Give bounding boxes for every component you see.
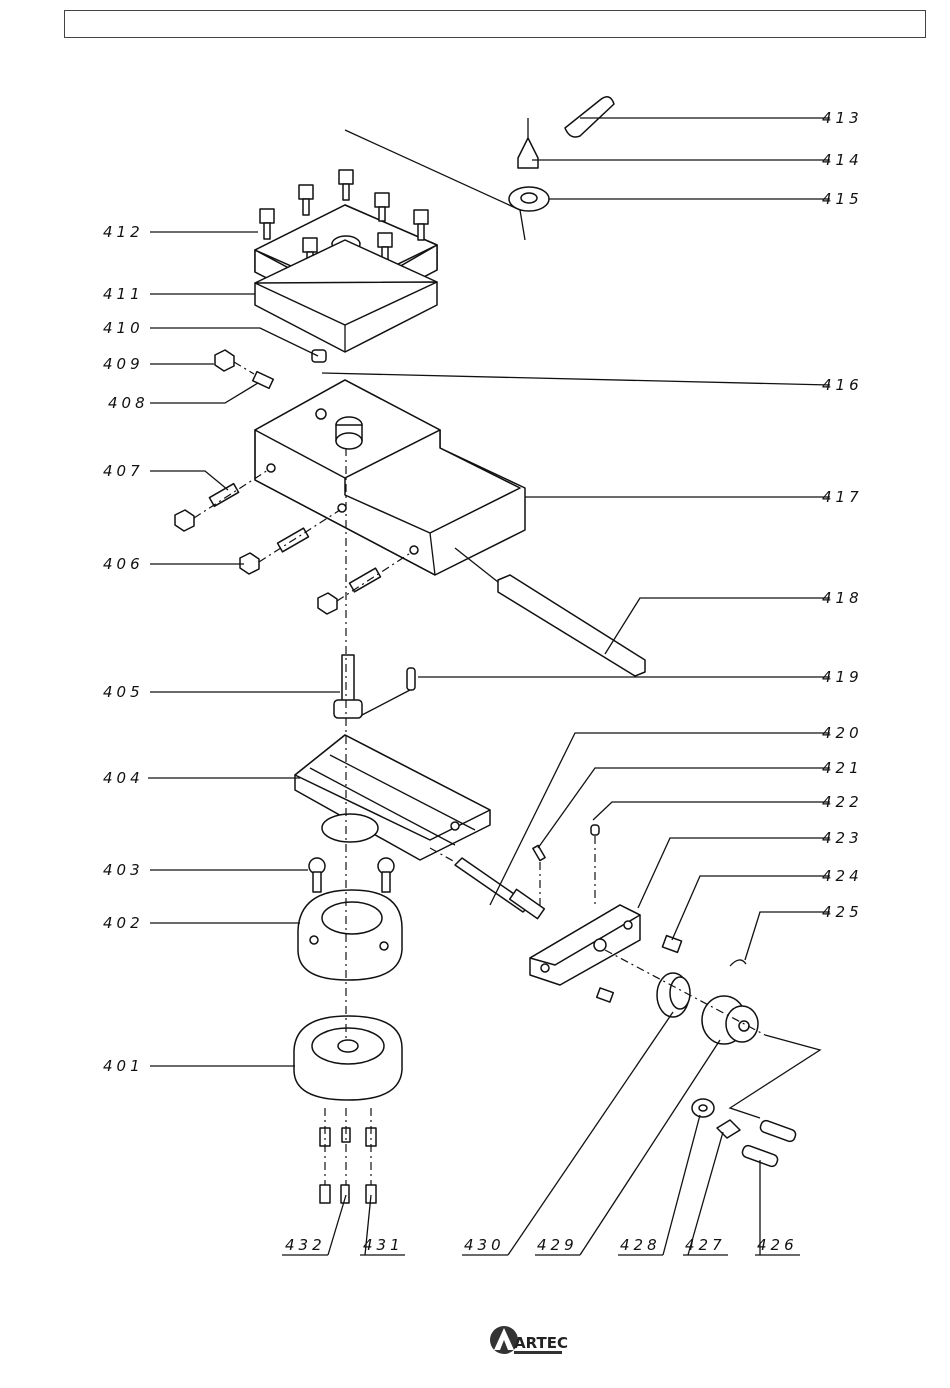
label-418: 418 bbox=[822, 589, 863, 607]
label-424: 424 bbox=[822, 867, 863, 885]
label-421: 421 bbox=[822, 759, 863, 777]
feed-screw bbox=[430, 848, 544, 919]
label-407: 407 bbox=[103, 462, 144, 480]
label-411: 411 bbox=[103, 285, 144, 303]
label-406: 406 bbox=[103, 555, 144, 573]
feed-bracket bbox=[530, 905, 640, 985]
label-416: 416 bbox=[822, 376, 863, 394]
label-420: 420 bbox=[822, 724, 863, 742]
label-419: 419 bbox=[822, 668, 863, 686]
label-401: 401 bbox=[103, 1057, 144, 1075]
logo-text: ARTEC bbox=[514, 1334, 568, 1352]
swivel-slide bbox=[295, 735, 490, 860]
label-409: 409 bbox=[103, 355, 144, 373]
label-423: 423 bbox=[822, 829, 863, 847]
small-fasteners-upper bbox=[215, 350, 326, 388]
label-417: 417 bbox=[822, 488, 863, 506]
label-415: 415 bbox=[822, 190, 863, 208]
label-408: 408 bbox=[108, 394, 149, 412]
label-405: 405 bbox=[103, 683, 144, 701]
base-disc bbox=[294, 1016, 402, 1100]
swivel-studs bbox=[309, 858, 394, 892]
label-432: 432 bbox=[285, 1236, 326, 1254]
label-428: 428 bbox=[620, 1236, 661, 1254]
label-426: 426 bbox=[757, 1236, 798, 1254]
label-412: 412 bbox=[103, 223, 144, 241]
label-403: 403 bbox=[103, 861, 144, 879]
leader-lines bbox=[148, 118, 830, 1255]
label-429: 429 bbox=[537, 1236, 578, 1254]
label-404: 404 bbox=[103, 769, 144, 787]
label-430: 430 bbox=[464, 1236, 505, 1254]
label-402: 402 bbox=[103, 914, 144, 932]
dial-collars bbox=[605, 950, 765, 1044]
compound-slide bbox=[255, 380, 525, 575]
label-410: 410 bbox=[103, 319, 144, 337]
bracket-screw-lower bbox=[597, 988, 614, 1002]
bracket-screw bbox=[662, 936, 681, 953]
label-425: 425 bbox=[822, 903, 863, 921]
handle-parts bbox=[692, 1035, 820, 1168]
label-431: 431 bbox=[363, 1236, 404, 1254]
label-413: 413 bbox=[822, 109, 863, 127]
gib-strip bbox=[455, 548, 645, 676]
part-labels: 413 414 415 412 411 410 409 408 416 407 … bbox=[103, 109, 863, 1254]
swivel-ring bbox=[298, 890, 402, 980]
label-427: 427 bbox=[685, 1236, 726, 1254]
base-screws bbox=[320, 1108, 376, 1203]
label-422: 422 bbox=[822, 793, 863, 811]
artec-logo-icon: ARTEC bbox=[488, 1318, 568, 1364]
label-414: 414 bbox=[822, 151, 863, 169]
small-pins-mid bbox=[533, 825, 599, 905]
